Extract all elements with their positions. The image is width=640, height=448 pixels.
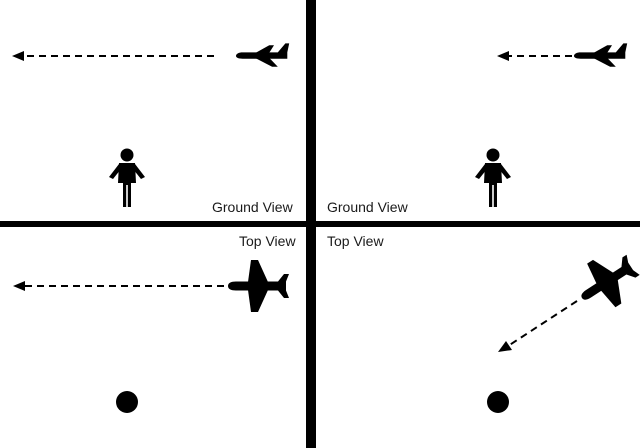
top-view-label: Top View [327, 233, 384, 249]
arrowhead-icon [12, 51, 24, 61]
dashed-arrow-icon [507, 300, 578, 347]
airplane-icon [228, 260, 289, 312]
airplane-icon [236, 43, 290, 67]
top-view-label: Top View [239, 233, 296, 249]
panel-ground-view-right: Ground View [327, 43, 628, 215]
airplane-icon [567, 242, 640, 320]
person-icon [109, 148, 145, 207]
ground-view-label: Ground View [327, 199, 409, 215]
observer-dot-icon [487, 391, 509, 413]
panel-ground-view-left: Ground View [12, 43, 294, 215]
arrowhead-icon [13, 281, 25, 291]
arrowhead-icon [497, 51, 509, 61]
ground-view-label: Ground View [212, 199, 294, 215]
airplane-icon [574, 43, 628, 67]
observer-dot-icon [116, 391, 138, 413]
arrowhead-icon [498, 341, 512, 352]
person-icon [475, 148, 511, 207]
panel-top-view-right: Top View [327, 233, 640, 413]
panel-top-view-left: Top View [13, 233, 296, 413]
horizontal-divider [0, 221, 640, 227]
